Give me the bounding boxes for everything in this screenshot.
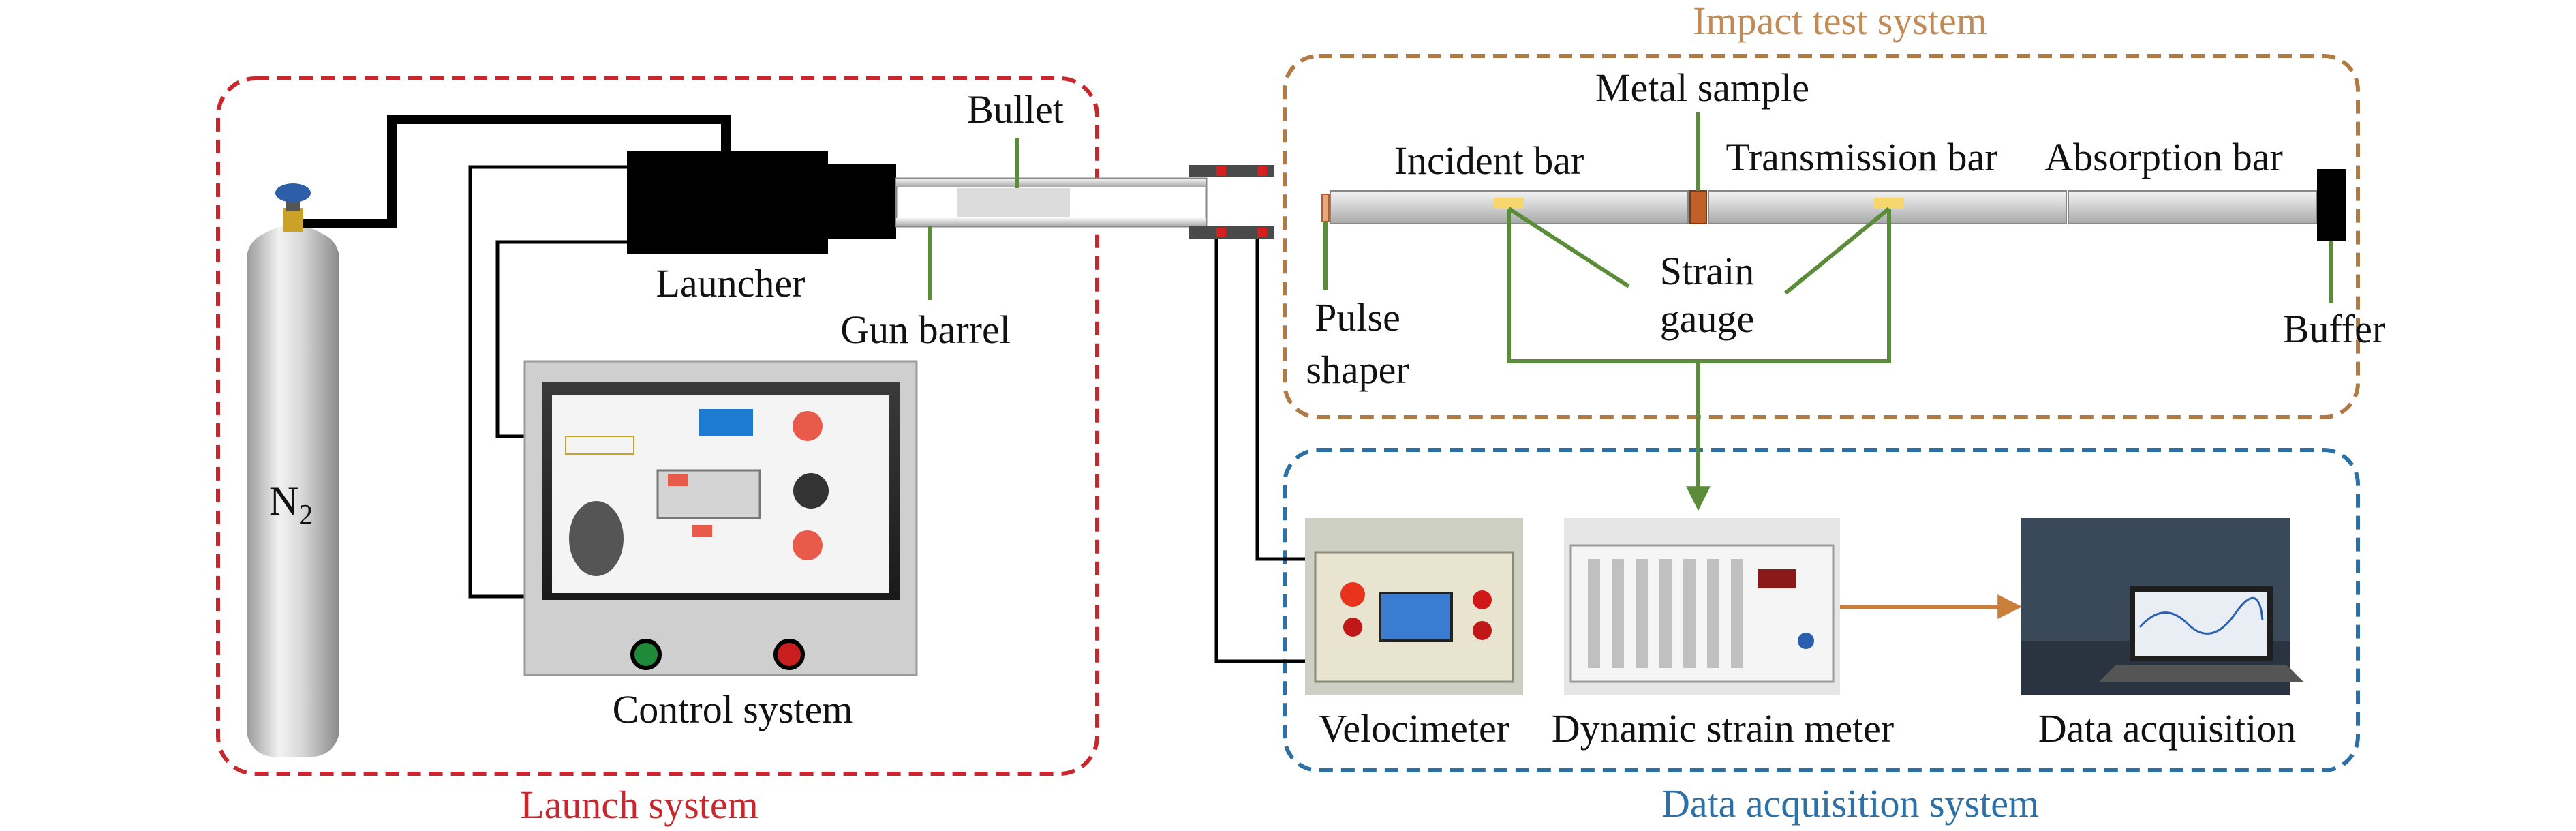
absorption-bar-shape [2068, 190, 2318, 224]
strain-gauge-label-line2: gauge [1660, 297, 1755, 341]
launch-system-border [216, 76, 1099, 776]
launcher-label: Launcher [656, 261, 806, 305]
absorption-bar-label: Absorption bar [2044, 135, 2283, 179]
buffer-shape [2317, 169, 2346, 241]
metal-sample-shape [1689, 190, 1707, 224]
strain-label-leader-right [1784, 207, 1890, 295]
control-system-label: Control system [613, 687, 853, 731]
metal-sample-label: Metal sample [1595, 65, 1809, 110]
valve-knob-icon [275, 183, 311, 202]
pulse-shaper-shape [1321, 194, 1330, 222]
velocimeter-device [1305, 518, 1523, 695]
bullet-label: Bullet [967, 87, 1064, 132]
green-button-icon [630, 639, 662, 670]
n2-label: N2 [269, 479, 313, 531]
n2-cylinder: N2 [247, 183, 339, 757]
control-cable-2 [495, 240, 627, 438]
strain-gauge-2-icon [1874, 198, 1904, 209]
velocimeter-cable-2 [1214, 239, 1305, 663]
red-button-icon [773, 639, 805, 670]
launch-system-label: Launch system [520, 783, 758, 827]
data-acquisition-system-border [1283, 448, 2360, 772]
buffer-label: Buffer [2283, 307, 2385, 351]
data-acquisition-computer [2021, 518, 2303, 695]
control-cable-1 [468, 165, 627, 599]
launcher [627, 151, 896, 254]
waveform-icon [2138, 597, 2264, 635]
strain-gauge-label-line1: Strain [1660, 249, 1755, 293]
gun-barrel [895, 177, 1208, 228]
barrel-end-connector [1189, 165, 1274, 239]
bullet-shape [957, 188, 1070, 217]
pulse-shaper-label-line2: shaper [1306, 348, 1409, 392]
data-acquisition-label: Data acquisition [2038, 706, 2297, 751]
dynamic-strain-meter-device [1564, 518, 1840, 695]
gun-barrel-label: Gun barrel [840, 307, 1011, 352]
impact-system-label: Impact test system [1693, 0, 1987, 43]
strain-gauge-1-icon [1494, 198, 1524, 209]
strain-label-leader-left [1507, 207, 1630, 288]
transmission-bar-label: Transmission bar [1726, 135, 1997, 179]
velocimeter-label: Velocimeter [1319, 706, 1509, 751]
dynamic-strain-meter-label: Dynamic strain meter [1552, 706, 1895, 751]
control-panel [523, 360, 918, 676]
incident-bar-label: Incident bar [1394, 138, 1584, 183]
impact-system-border [1283, 54, 2360, 419]
data-acquisition-system-label: Data acquisition system [1661, 781, 2039, 826]
velocimeter-cable-1 [1255, 239, 1305, 561]
pulse-shaper-label-line1: Pulse [1315, 295, 1400, 339]
gas-hose [303, 115, 731, 228]
